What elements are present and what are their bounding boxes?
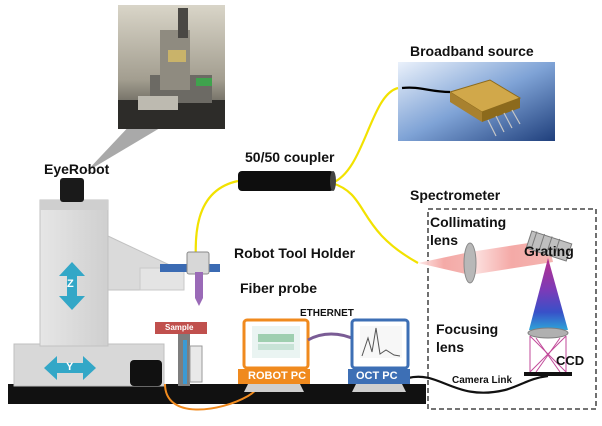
eyerobot-label: EyeRobot	[44, 161, 110, 177]
eyerobot-icon	[13, 178, 185, 387]
ethernet-label: ETHERNET	[300, 308, 354, 319]
laser-diode-icon	[398, 62, 555, 141]
sample-stage-icon	[155, 322, 207, 386]
collimating-lens-label: Collimating lens	[430, 214, 507, 248]
broadband-source-label: Broadband source	[410, 43, 534, 59]
ccd-rays	[529, 335, 567, 373]
z-arrow-icon	[59, 262, 85, 310]
tool-holder-icon	[160, 251, 220, 306]
grating-label: Grating	[524, 243, 574, 259]
robot-tool-holder-label: Robot Tool Holder	[234, 245, 356, 261]
ethernet-cable	[307, 332, 357, 342]
optical-table	[8, 384, 426, 404]
photo-callout	[86, 122, 170, 172]
camera-link-cable	[407, 374, 549, 394]
robot-photo-icon	[118, 5, 225, 129]
ccd-sensor-icon	[524, 372, 572, 376]
spectrometer-optics	[418, 230, 573, 376]
coupler-label: 50/50 coupler	[245, 149, 335, 165]
robot-pc-icon	[238, 318, 310, 392]
camera-link-label: Camera Link	[452, 375, 513, 386]
focusing-lens-icon	[527, 327, 569, 339]
robot-pc-label: ROBOT PC	[248, 370, 307, 382]
y-axis-label: Y	[66, 361, 74, 373]
sample-label: Sample	[165, 323, 194, 332]
z-axis-label: Z	[67, 278, 74, 290]
oct-pc-icon	[348, 318, 410, 392]
fiber-probe-label: Fiber probe	[240, 280, 318, 296]
spectrometer-box	[427, 208, 597, 410]
y-arrow-icon	[44, 356, 96, 380]
collimating-lens-icon	[463, 242, 477, 284]
focusing-lens-label: Focusing lens	[436, 321, 499, 355]
oct-pc-label: OCT PC	[356, 370, 398, 382]
spectrometer-label: Spectrometer	[410, 187, 501, 203]
fiber-coupler-icon	[238, 171, 336, 191]
grating-icon	[525, 230, 573, 262]
ccd-label: CCD	[556, 353, 585, 368]
dispersed-spectrum	[529, 258, 568, 330]
